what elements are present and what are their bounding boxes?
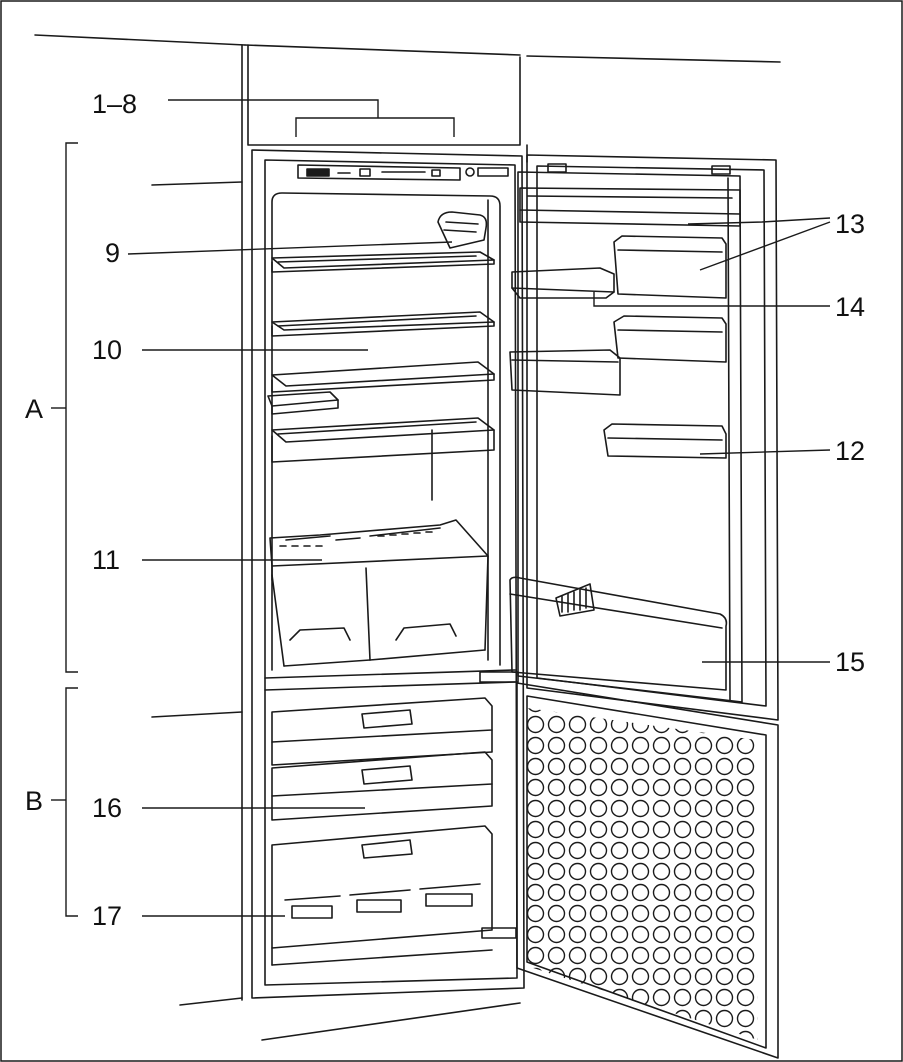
callout-label-16: 16 <box>92 793 122 823</box>
zone-label-a: A <box>25 394 43 424</box>
freezer-drawers <box>271 697 493 966</box>
kitchen-cabinet <box>34 34 781 1041</box>
dairy-box <box>613 235 727 299</box>
callout-label-13: 13 <box>835 209 865 239</box>
glass-shelf <box>271 311 495 337</box>
interior-light <box>437 211 488 249</box>
callout-label-11: 11 <box>92 545 120 575</box>
callout-label-12: 12 <box>835 436 865 466</box>
callout-label-17: 17 <box>92 901 122 931</box>
glass-shelf <box>271 251 495 273</box>
door-rack <box>509 349 621 396</box>
callout-lines <box>51 99 831 917</box>
glass-shelf <box>271 417 495 463</box>
butter-compartment <box>519 187 741 227</box>
callout-label-15: 15 <box>835 647 865 677</box>
door-hinges <box>479 671 519 939</box>
control-panel <box>297 164 509 181</box>
callout-label-9: 9 <box>105 238 120 268</box>
glass-shelf-split <box>267 361 495 415</box>
callout-label-1-8: 1–8 <box>92 89 137 119</box>
zone-label-b: B <box>25 786 43 816</box>
callout-label-14: 14 <box>835 292 865 322</box>
callout-label-10: 10 <box>92 335 122 365</box>
bottle-rack <box>509 576 728 691</box>
door-rack <box>613 315 727 363</box>
vegetable-drawers <box>269 519 489 667</box>
door-rack-small <box>511 267 615 299</box>
appliance-body <box>251 149 525 999</box>
door-rack-12 <box>603 423 727 459</box>
fridge-door <box>517 154 779 721</box>
